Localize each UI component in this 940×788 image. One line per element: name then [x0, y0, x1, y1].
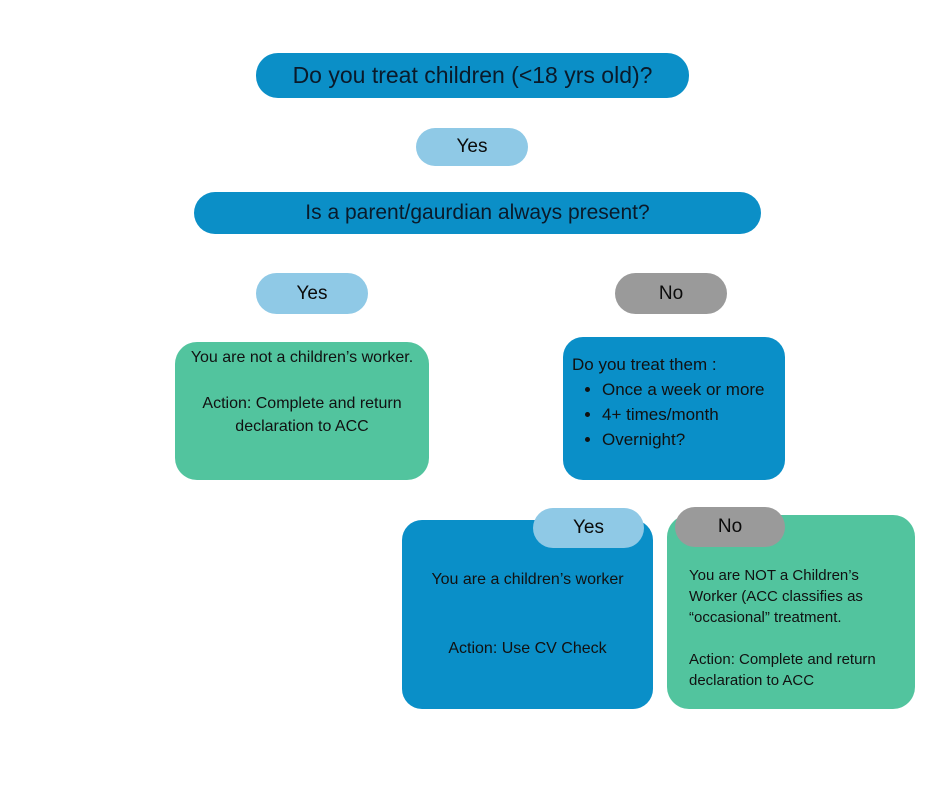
yes-label-1: Yes	[416, 128, 528, 166]
treatment-frequency-item: Once a week or more	[602, 377, 777, 402]
no-label-3-text: No	[717, 516, 743, 537]
question-parent-present: Is a parent/gaurdian always present?	[194, 192, 761, 234]
yes-label-3-text: Yes	[573, 517, 604, 538]
question-treat-children: Do you treat children (<18 yrs old)?	[256, 53, 689, 98]
yes-label-1-text: Yes	[456, 136, 488, 157]
childrens-worker-text: You are a children’s worker	[431, 571, 624, 588]
no-label-2: No	[615, 273, 727, 314]
treatment-frequency-item: Overnight?	[602, 427, 777, 452]
not-childrens-worker-box: You are not a children’s worker. Action:…	[175, 342, 429, 480]
occasional-treatment-box: You are NOT a Children’s Worker (ACC cla…	[667, 515, 915, 709]
not-worker-text: You are not a children’s worker.	[190, 349, 414, 366]
treatment-frequency-box: Do you treat them : Once a week or more …	[563, 337, 785, 480]
treatment-frequency-list: Once a week or more 4+ times/month Overn…	[572, 377, 777, 452]
yes-label-2: Yes	[256, 273, 368, 314]
no-label-2-text: No	[658, 282, 684, 304]
occasional-action: Action: Complete and return declaration …	[689, 651, 876, 689]
yes-label-3: Yes	[533, 508, 644, 548]
question-treat-children-text: Do you treat children (<18 yrs old)?	[292, 62, 653, 88]
childrens-worker-action: Action: Use CV Check	[448, 640, 607, 657]
no-label-3: No	[675, 507, 785, 547]
childrens-worker-box: You are a children’s worker Action: Use …	[402, 520, 653, 709]
occasional-text: You are NOT a Children’s Worker (ACC cla…	[689, 567, 863, 626]
question-parent-present-text: Is a parent/gaurdian always present?	[305, 201, 650, 224]
not-worker-action: Action: Complete and return declaration …	[202, 395, 402, 435]
treatment-frequency-heading: Do you treat them :	[572, 355, 717, 374]
treatment-frequency-item: 4+ times/month	[602, 402, 777, 427]
yes-label-2-text: Yes	[296, 282, 328, 304]
